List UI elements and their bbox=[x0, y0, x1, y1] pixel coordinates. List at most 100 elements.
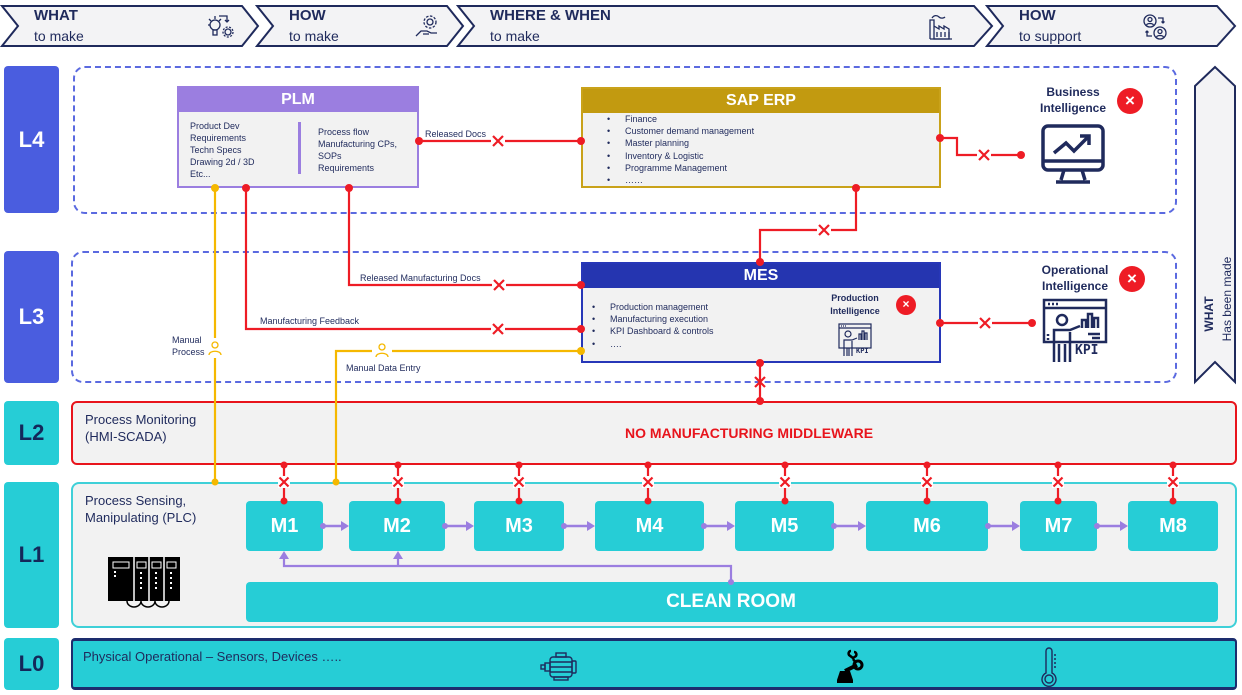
l2-label-line1: Process Monitoring bbox=[85, 412, 197, 427]
header-stage-how-support: HOW to support bbox=[985, 4, 1239, 48]
production-intelligence-missing-icon: × bbox=[896, 295, 916, 315]
plm-box[interactable]: PLM Product Dev Requirements Techn Specs… bbox=[177, 86, 419, 188]
l1-label-line2: Manipulating (PLC) bbox=[85, 510, 197, 525]
side-arrow-title: WHAT bbox=[1202, 296, 1216, 332]
machine-m7[interactable]: M7 bbox=[1020, 501, 1097, 551]
sap-erp-box[interactable]: SAP ERP Finance Customer demand manageme… bbox=[581, 87, 941, 188]
chevron-shape bbox=[0, 5, 260, 47]
stage-subtitle: to make bbox=[490, 28, 540, 44]
erp-item: Finance bbox=[603, 113, 754, 125]
clean-room[interactable]: CLEAN ROOM bbox=[246, 582, 1218, 622]
plm-item: Product Dev bbox=[190, 121, 240, 131]
plm-divider bbox=[298, 122, 301, 174]
header-stage-where-when: WHERE & WHEN to make bbox=[456, 4, 996, 48]
mfg-feedback-label: Manufacturing Feedback bbox=[260, 316, 360, 326]
erp-title: SAP ERP bbox=[583, 89, 939, 113]
l2-process-monitoring-panel: Process Monitoring (HMI-SCADA) NO MANUFA… bbox=[71, 401, 1237, 465]
kpi-dashboard-icon: KPI bbox=[837, 322, 873, 363]
user-exchange-icon bbox=[1140, 12, 1170, 42]
machine-m8[interactable]: M8 bbox=[1128, 501, 1218, 551]
l4-zone bbox=[73, 66, 1177, 214]
manual-process-label: Manual Process bbox=[172, 335, 205, 357]
level-label-l3: L3 bbox=[4, 251, 59, 383]
released-docs-label: Released Docs bbox=[425, 129, 487, 139]
business-intelligence-label: Business Intelligence bbox=[1039, 85, 1107, 115]
plm-item: Requirements bbox=[190, 133, 247, 143]
level-label-l0: L0 bbox=[4, 638, 59, 690]
mes-item: Production management bbox=[588, 301, 714, 313]
plm-item: Process flow bbox=[318, 127, 370, 137]
stage-subtitle: to make bbox=[34, 28, 84, 44]
l1-label-line1: Process Sensing, bbox=[85, 493, 187, 508]
robot-arm-icon bbox=[831, 645, 867, 690]
machine-m4[interactable]: M4 bbox=[595, 501, 704, 551]
stage-title: WHERE & WHEN bbox=[490, 7, 611, 24]
factory-icon bbox=[926, 12, 956, 42]
plm-item: Requirements bbox=[318, 163, 375, 173]
production-intelligence-label: Production Intelligence bbox=[830, 293, 880, 316]
idea-gear-icon bbox=[205, 12, 235, 42]
plm-title: PLM bbox=[179, 88, 417, 112]
motor-icon bbox=[540, 651, 580, 688]
mes-list: Production management Manufacturing exec… bbox=[588, 301, 714, 350]
erp-item: Master planning bbox=[603, 137, 754, 149]
stage-subtitle: to make bbox=[289, 28, 339, 44]
analytics-monitor-icon bbox=[1040, 123, 1106, 194]
plm-item: Etc... bbox=[190, 169, 211, 179]
stage-subtitle: to support bbox=[1019, 28, 1082, 44]
erp-list: Finance Customer demand management Maste… bbox=[603, 113, 754, 186]
erp-item: Customer demand management bbox=[603, 125, 754, 137]
plm-item: Manufacturing CPs, bbox=[318, 139, 398, 149]
line-gap bbox=[817, 223, 831, 237]
hand-gear-icon bbox=[413, 12, 443, 42]
chevron-shape bbox=[255, 5, 465, 47]
l0-physical-panel: Physical Operational – Sensors, Devices … bbox=[71, 638, 1237, 690]
l2-label-line2: (HMI-SCADA) bbox=[85, 429, 167, 444]
side-arrow-what-made: WHAT Has been made bbox=[1192, 64, 1238, 386]
machine-m1[interactable]: M1 bbox=[246, 501, 323, 551]
broken-link-icon bbox=[818, 224, 830, 236]
erp-item: …… bbox=[603, 174, 754, 186]
mes-box[interactable]: MES Production management Manufacturing … bbox=[581, 262, 941, 363]
mes-item: KPI Dashboard & controls bbox=[588, 325, 714, 337]
plc-rack-icon bbox=[107, 556, 181, 613]
no-middleware-warning: NO MANUFACTURING MIDDLEWARE bbox=[625, 425, 874, 441]
level-label-l1: L1 bbox=[4, 482, 59, 628]
erp-item: Inventory & Logistic bbox=[603, 150, 754, 162]
released-mfg-docs-label: Released Manufacturing Docs bbox=[360, 273, 481, 283]
operational-intelligence-label: Operational Intelligence bbox=[1041, 263, 1109, 293]
l3-zone bbox=[71, 251, 1177, 383]
plm-item: Techn Specs bbox=[190, 145, 242, 155]
header-stage-what: WHAT to make bbox=[0, 4, 262, 48]
thermometer-icon bbox=[1039, 647, 1059, 694]
stage-title: HOW bbox=[289, 7, 326, 24]
plm-item: SOPs bbox=[318, 151, 342, 161]
l0-label: Physical Operational – Sensors, Devices … bbox=[83, 649, 342, 664]
level-label-l2: L2 bbox=[4, 401, 59, 465]
machine-m3[interactable]: M3 bbox=[474, 501, 564, 551]
mes-title: MES bbox=[583, 264, 939, 288]
mes-item: Manufacturing execution bbox=[588, 313, 714, 325]
clean-room-label: CLEAN ROOM bbox=[666, 591, 796, 612]
kpi-label: KPI bbox=[856, 347, 869, 355]
plm-item: Drawing 2d / 3D bbox=[190, 157, 255, 167]
plm-left-list: Product Dev Requirements Techn Specs Dra… bbox=[190, 120, 255, 180]
business-intelligence-missing-icon: × bbox=[1117, 88, 1143, 114]
operational-kpi-icon: KPI bbox=[1042, 298, 1108, 369]
mes-item: …. bbox=[588, 338, 714, 350]
operational-kpi-label: KPI bbox=[1075, 343, 1099, 358]
stage-title: HOW bbox=[1019, 7, 1056, 24]
machine-m6[interactable]: M6 bbox=[866, 501, 988, 551]
stage-title: WHAT bbox=[34, 7, 78, 24]
level-label-l4: L4 bbox=[4, 66, 59, 213]
plm-right-list: Process flow Manufacturing CPs, SOPs Req… bbox=[318, 126, 397, 174]
chevron-shape bbox=[985, 5, 1237, 47]
erp-item: Programme Management bbox=[603, 162, 754, 174]
machine-m2[interactable]: M2 bbox=[349, 501, 445, 551]
manual-data-entry-label: Manual Data Entry bbox=[346, 363, 421, 373]
up-arrow-shape bbox=[1194, 65, 1236, 385]
operational-intelligence-missing-icon: × bbox=[1119, 266, 1145, 292]
header-stage-how-make: HOW to make bbox=[255, 4, 467, 48]
side-arrow-subtitle: Has been made bbox=[1220, 256, 1234, 342]
machine-m5[interactable]: M5 bbox=[735, 501, 834, 551]
